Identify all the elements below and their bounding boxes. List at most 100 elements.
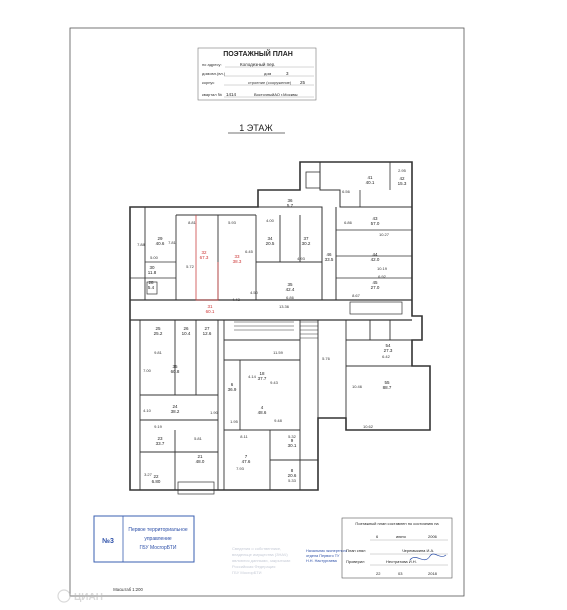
room-number: 42 [399,176,405,181]
dimension-value: 6.86 [344,220,353,225]
dimension-value: 10.19 [377,266,388,271]
room-area: 12.6 [203,331,212,336]
dimension-value: 5.33 [288,478,297,483]
dimension-value: 1.90 [210,410,219,415]
room-number: 4 [261,405,264,410]
approver-line: отдела Первого ТУ [306,554,340,558]
quarter-label: квартал № [202,92,222,97]
plan-title: ПОЭТАЖНЫЙ ПЛАН [223,49,293,58]
house-number: 3 [286,71,289,76]
dimension-value: 5.93 [228,220,237,225]
statement-month: июня [396,534,406,539]
dimension-value: 6.86 [286,295,295,300]
watermark: ЦИАН [57,589,103,603]
floor-label: 1 ЭТАЖ [239,123,273,133]
dimension-value: 9.48 [274,418,283,423]
room-number: 25 [155,326,161,331]
room-number: 45 [372,280,378,285]
dimension-value: 4.43 [232,297,241,302]
bti-stamp: №3 Первое территориальное управление ГБУ… [93,515,195,563]
drawn-label: План снял [346,548,366,553]
room-area: 27.0 [371,285,380,290]
dimension-value: 9.19 [154,424,163,429]
statement-title: Поэтажный план составлен по состоянию на [355,521,439,526]
room-number: 35 [287,282,293,287]
room-labels: 41 40.1 42 15.3 43 57.0 44 42.0 45 27.0 … [148,175,407,484]
checked-label: Проверил [346,559,365,564]
room-area: 60.8 [171,369,180,374]
room-number: 6 [231,382,234,387]
room-number: 41 [367,175,373,180]
room-number: 55 [384,380,390,385]
room-area: 47.6 [242,459,251,464]
approver-block: Начальник экспертного отдела Первого ТУ … [306,549,347,563]
dimension-value: 8.11 [240,434,248,439]
dimension-value: 4.00 [266,218,275,223]
room-area: 42.4 [286,287,295,292]
dimension-value: 5.81 [194,436,203,441]
dimension-value: 7.88 [137,242,146,247]
room-area: 33.5 [325,257,334,262]
dimension-value: 4.10 [143,408,152,413]
dimension-value: 10.27 [379,232,390,237]
dimension-value: 4.14 [248,374,257,379]
korpus-label: корпус [202,80,214,85]
faint-stamp-line: являются данными, закрытыми [232,558,290,563]
dimension-value: 5.76 [322,356,331,361]
dimension-value: 1.95 [230,419,239,424]
room-number: 30 [149,265,155,270]
dimension-value: 4.93 [297,256,306,261]
room-number: 35 [172,364,178,369]
room-number: 27 [204,326,210,331]
checked-name: Нестратова И.Н. [386,559,417,564]
room-area: 57.0 [371,221,380,226]
room-area: 15.3 [398,181,407,186]
room-area: 37.7 [258,376,267,381]
room-area: 33.7 [156,441,165,446]
room-area: 40.6 [156,241,165,246]
signature-scribble [409,553,447,561]
check-day: 22 [376,571,381,576]
faint-stamp-line: Российская Федерация [232,564,275,569]
room-number: 18 [259,371,265,376]
dimension-value: 9.43 [270,380,279,385]
room-area: 25.2 [154,331,163,336]
room-number: 8 [291,468,294,473]
room-number: 9 [291,438,294,443]
room-area: 5.7 [287,203,294,208]
page-frame [69,27,465,597]
drawn-name: Черемыкина И.А. [402,548,434,553]
dimension-value: 5.32 [288,434,297,439]
dimension-value: 7.93 [236,466,245,471]
statement-day: 6 [376,534,379,539]
dimension-value: 8.67 [352,293,361,298]
dimension-value: 5.00 [150,255,159,260]
room-number: 37 [303,236,309,241]
room-number: 54 [385,343,391,348]
room-area: 88.7 [383,385,392,390]
room-number: 26 [183,326,189,331]
dimension-value: 13.36 [279,304,290,309]
dimension-value: 10.62 [363,424,374,429]
faint-stamp-line: ГБУ МосгорБТИ [232,570,262,575]
room-area: 67.3 [200,255,209,260]
house-label: дом [264,71,272,76]
floor-plan [129,161,431,495]
dimension-value: 6.92 [378,274,387,279]
room-number: 32 [201,250,207,255]
header-block: ПОЭТАЖНЫЙ ПЛАН по адресу: Колодезный пер… [197,47,317,101]
room-area: 11.8 [148,270,157,275]
check-year: 2018 [428,571,438,576]
room-area: 6.80 [152,479,161,484]
approver-line: Н.Н. Настургаева [306,559,338,563]
room-number: 24 [172,404,178,409]
dimension-value: 11.59 [273,350,283,355]
street-name: Колодезный пер. [240,61,275,67]
stamp-line: ГБУ МосгорБТИ [140,545,177,551]
quarter-number: 1414 [226,92,237,97]
dimension-labels: 6.56 2.95 6.86 10.27 10.19 6.92 8.67 13.… [137,168,407,483]
room-number: 21 [197,454,203,459]
dimension-value: 7.81 [168,240,177,245]
room-area: 10.4 [182,331,191,336]
